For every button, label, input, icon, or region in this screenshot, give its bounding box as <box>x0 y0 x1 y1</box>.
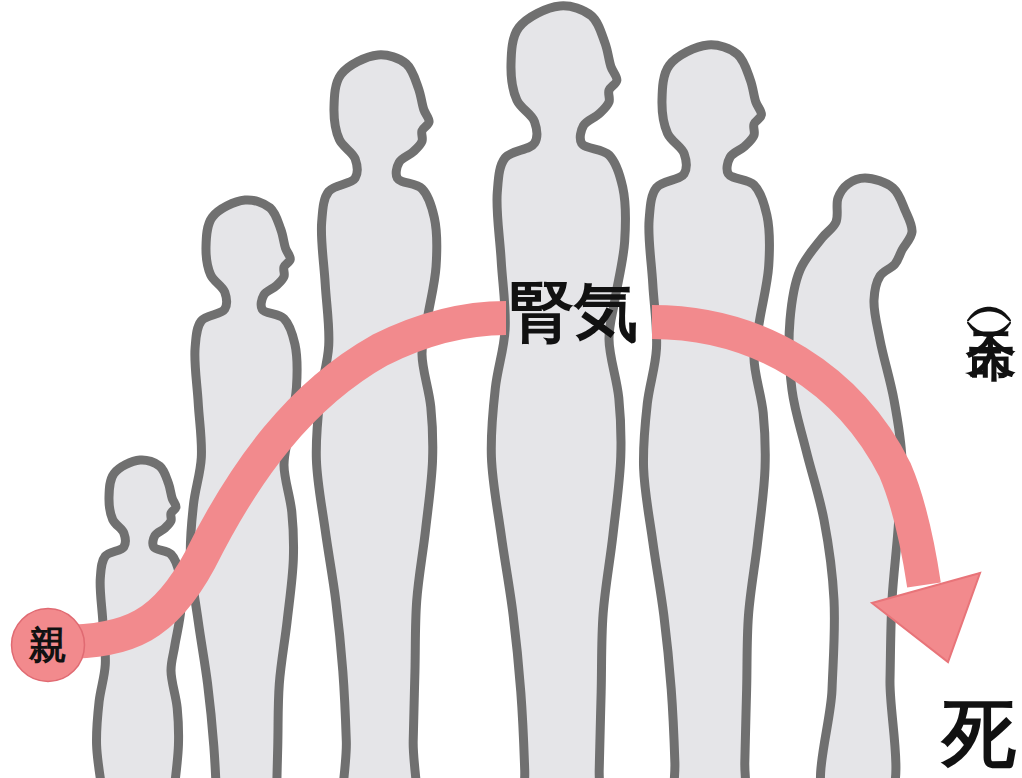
arrow-head <box>872 573 980 662</box>
human-silhouette <box>491 6 625 778</box>
human-silhouette <box>316 55 437 778</box>
death-label: 死 <box>942 696 1016 770</box>
energy-label: 腎気 <box>510 280 638 344</box>
human-silhouette <box>643 45 769 778</box>
node-label: 親 <box>29 626 67 664</box>
origin-circle: 親 <box>10 607 86 683</box>
life-arrow <box>60 318 980 662</box>
figure-group <box>96 6 912 778</box>
circle-shape <box>12 609 85 682</box>
arrow-band-falling <box>652 322 924 585</box>
arrow-band-rising <box>60 318 506 642</box>
